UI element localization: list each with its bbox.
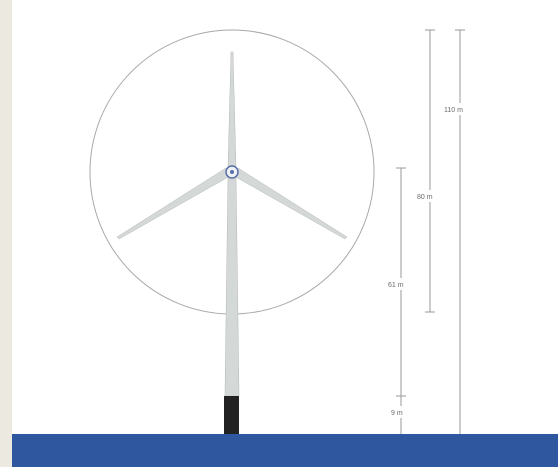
turbine-base <box>224 396 239 434</box>
blade-up <box>227 51 237 169</box>
diagram-panel <box>12 0 558 434</box>
turbine-hub <box>225 165 239 179</box>
blade-left <box>116 167 231 240</box>
blade-right <box>233 167 348 240</box>
hub-height-label: 61 m <box>388 282 404 289</box>
sea-surface <box>12 434 558 467</box>
base-height-label: 9 m <box>391 410 403 417</box>
turbine-tower <box>224 175 240 397</box>
rotor-diameter-label: 80 m <box>417 194 433 201</box>
total-height-label: 110 m <box>444 107 463 114</box>
